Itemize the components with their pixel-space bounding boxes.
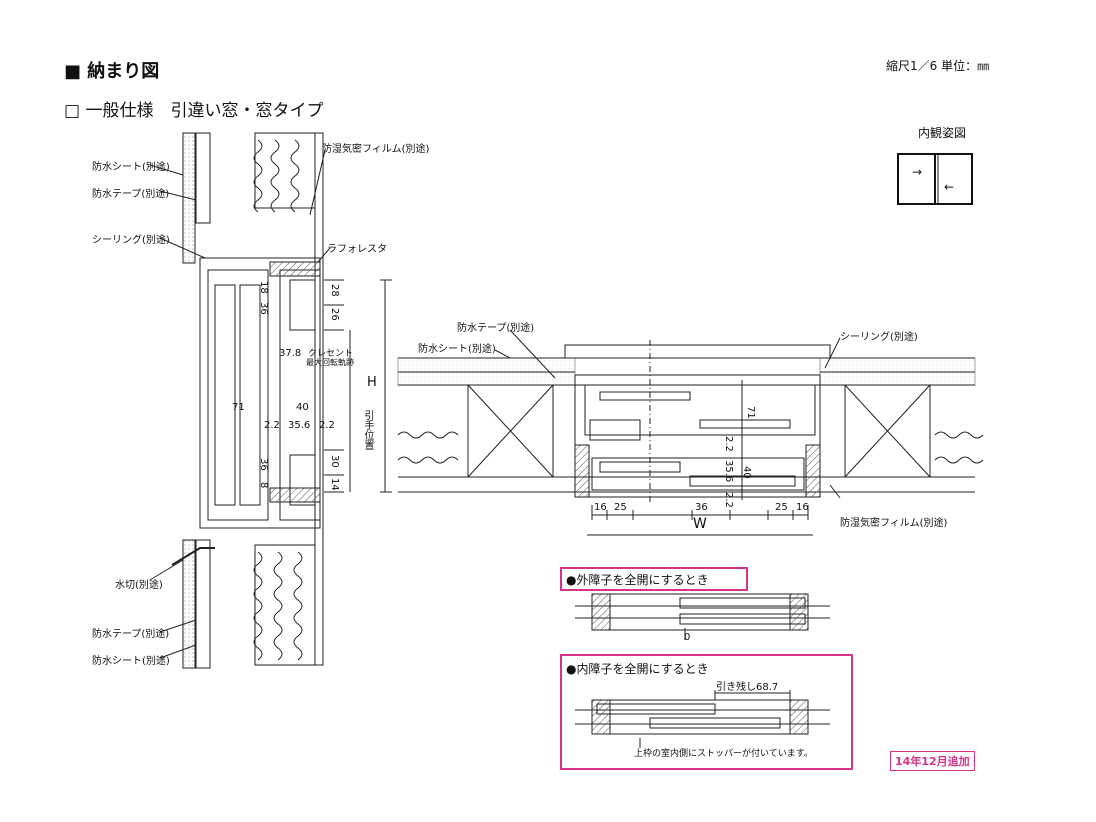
dim-v-40: 40	[296, 402, 309, 413]
scale-text: 縮尺1／6 単位：㎜	[886, 59, 990, 73]
title-mark: ■	[64, 61, 82, 82]
vertical-section	[149, 132, 392, 669]
dim-v-14: 14	[329, 478, 340, 491]
outer-open-title: ●外障子を全開にするとき	[566, 573, 709, 587]
horizontal-section	[397, 329, 984, 536]
label-flashing: 水切(別途)	[115, 580, 163, 591]
dim-outer-zero: 0	[684, 632, 691, 643]
dim-v-2-2b: 2.2	[319, 420, 335, 431]
elevation-window	[897, 153, 973, 205]
dim-h-16a: 16	[594, 502, 607, 513]
dim-h-25b: 25	[775, 502, 788, 513]
inner-open-note: 上枠の室内側にストッパーが付いています。	[634, 749, 813, 759]
dim-v-30: 30	[329, 455, 340, 468]
outer-open-title-box	[560, 567, 748, 591]
outer-open-section	[575, 593, 830, 640]
label-waterproof-tape-top: 防水テープ(別途)	[92, 189, 170, 200]
dim-h-2-2a: 2.2	[723, 436, 734, 452]
label-waterproof-sheet-bottom: 防水シート(別途)	[92, 656, 170, 667]
page-subtitle: □ 一般仕様 引違い窓・窓タイプ	[64, 96, 323, 121]
dim-v-28: 28	[329, 284, 340, 297]
dim-v-18: 18	[258, 281, 269, 294]
subtitle-mark: □	[64, 101, 81, 121]
dim-v-36b: 36	[258, 458, 269, 471]
label-moisture-film-v: 防湿気密フィルム(別途)	[322, 144, 430, 155]
dim-v-2-2a: 2.2	[264, 420, 280, 431]
label-crescent: クレセント	[308, 349, 354, 359]
inner-open-remain: 引き残し68.7	[716, 682, 779, 693]
addition-badge: 14年12月追加	[890, 751, 975, 771]
dim-h-16b: 16	[796, 502, 809, 513]
dim-h-25a: 25	[614, 502, 627, 513]
elevation-title: 内観姿図	[918, 126, 967, 140]
label-sealing-v: シーリング(別途)	[92, 235, 170, 246]
label-handle-position: 引手位置	[362, 410, 373, 450]
dim-h-71: 71	[745, 406, 756, 419]
label-moisture-film-h: 防湿気密フィルム(別途)	[840, 518, 948, 529]
label-lafore: ラフォレスタ	[327, 244, 387, 255]
dim-h-40: 40	[741, 466, 752, 479]
label-waterproof-sheet-h: 防水シート(別途)	[418, 344, 496, 355]
dim-v-36a: 36	[258, 302, 269, 315]
inner-open-section	[575, 690, 830, 748]
page-title: ■ 納まり図	[64, 57, 159, 83]
label-sealing-h: シーリング(別途)	[840, 332, 918, 343]
inner-open-title: ●内障子を全開にするとき	[566, 662, 709, 676]
subtitle-text: 一般仕様 引違い窓・窓タイプ	[85, 101, 324, 121]
dim-v-71: 71	[232, 402, 245, 413]
dim-v-35-6: 35.6	[288, 420, 311, 431]
label-crescent-sub: 最大回転軌跡	[306, 358, 354, 367]
dim-h-2-2b: 2.2	[723, 492, 734, 508]
dim-h-36: 36	[695, 502, 708, 513]
label-waterproof-sheet-top: 防水シート(別途)	[92, 162, 170, 173]
dim-v-H: H	[367, 375, 377, 390]
dim-v-37-8: 37.8	[279, 348, 302, 359]
label-waterproof-tape-bottom: 防水テープ(別途)	[92, 629, 170, 640]
dim-v-8: 8	[258, 482, 269, 489]
label-waterproof-tape-h: 防水テープ(別途)	[457, 323, 535, 334]
title-text: 納まり図	[87, 61, 160, 82]
dim-h-W: W	[693, 516, 707, 532]
dim-h-35-6: 35.6	[723, 460, 734, 483]
elevation-arrow-left: ←	[944, 180, 955, 194]
elevation-arrow-right: →	[912, 165, 923, 179]
dim-v-26: 26	[329, 308, 340, 321]
inner-open-box	[560, 654, 853, 770]
